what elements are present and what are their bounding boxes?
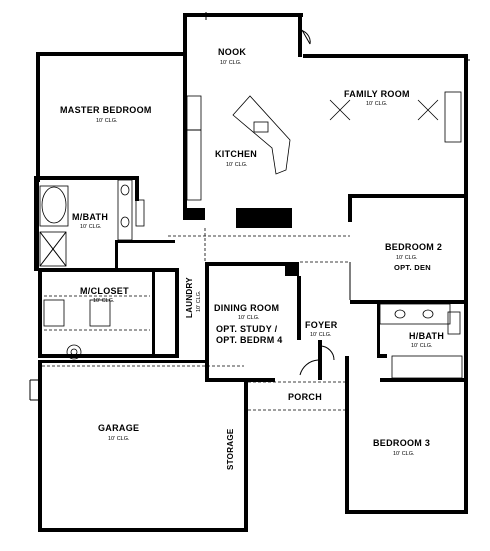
nook-label: NOOK: [218, 47, 246, 57]
master-closet-label: M/CLOSET: [80, 286, 129, 296]
kitchen-island: [186, 95, 291, 201]
garage-ceiling: 10' CLG.: [108, 436, 130, 442]
garage-label: GARAGE: [98, 423, 139, 433]
bedroom-3-ceiling: 10' CLG.: [393, 451, 415, 457]
family-room-label: FAMILY ROOM: [344, 89, 410, 99]
master-bedroom-label: MASTER BEDROOM: [60, 105, 152, 115]
hall-bath-label: H/BATH: [409, 331, 444, 341]
family-room-ceiling: 10' CLG.: [366, 101, 388, 107]
foyer-ceiling: 10' CLG.: [310, 332, 332, 338]
nook-ceiling: 10' CLG.: [220, 60, 242, 66]
dining-room-option-1: OPT. STUDY /: [216, 324, 278, 334]
bedroom-2-option: OPT. DEN: [394, 263, 431, 272]
master-closet-ceiling: 10' CLG.: [93, 298, 115, 304]
dining-room-option-2: OPT. BEDRM 4: [216, 335, 283, 345]
kitchen-label: KITCHEN: [215, 149, 257, 159]
porch-label: PORCH: [288, 392, 322, 402]
bedroom-3-label: BEDROOM 3: [373, 438, 430, 448]
bedroom-2-ceiling: 10' CLG.: [396, 255, 418, 261]
dining-room-ceiling: 10' CLG.: [238, 315, 260, 321]
hall-bath-ceiling: 10' CLG.: [411, 343, 433, 349]
bedroom-2-label: BEDROOM 2: [385, 242, 442, 252]
foyer-label: FOYER: [305, 320, 338, 330]
master-bedroom-ceiling: 10' CLG.: [96, 118, 118, 124]
room-labels: NOOK 10' CLG. FAMILY ROOM 10' CLG. MASTE…: [60, 47, 444, 470]
master-bath-ceiling: 10' CLG.: [80, 224, 102, 230]
storage-label: STORAGE: [226, 428, 235, 470]
walls: [34, 13, 468, 532]
partitions: [29, 12, 470, 411]
closet-shelves: [43, 295, 150, 331]
water-heater-icon: [66, 344, 82, 360]
kitchen-ceiling: 10' CLG.: [226, 162, 248, 168]
master-bath-label: M/BATH: [72, 212, 108, 222]
fireplace-windows: [329, 91, 462, 143]
bath-fixtures: [39, 179, 463, 379]
laundry-label: LAUNDRY: [185, 277, 194, 318]
dining-room-label: DINING ROOM: [214, 303, 279, 313]
laundry-ceiling: 10' CLG.: [196, 290, 202, 312]
